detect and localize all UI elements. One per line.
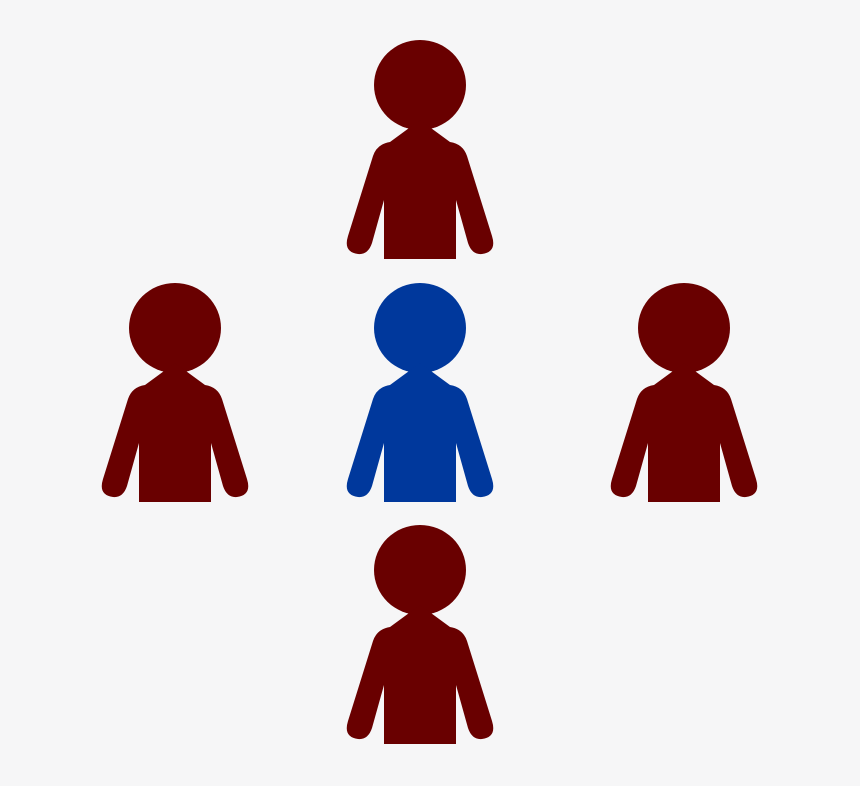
top-person-icon bbox=[345, 40, 495, 262]
person-silhouette bbox=[346, 40, 494, 259]
person-silhouette bbox=[346, 283, 494, 502]
person-head bbox=[129, 283, 221, 373]
person-head bbox=[374, 525, 466, 615]
right-person-icon bbox=[609, 283, 759, 505]
person-head bbox=[638, 283, 730, 373]
person-silhouette bbox=[346, 525, 494, 744]
left-person-icon bbox=[100, 283, 250, 505]
center-person-icon bbox=[345, 283, 495, 505]
person-head bbox=[374, 40, 466, 130]
person-body bbox=[346, 120, 494, 259]
person-body bbox=[101, 363, 249, 502]
person-body bbox=[346, 605, 494, 744]
bottom-person-icon bbox=[345, 525, 495, 747]
person-silhouette bbox=[610, 283, 758, 502]
person-body bbox=[610, 363, 758, 502]
person-silhouette bbox=[101, 283, 249, 502]
person-head bbox=[374, 283, 466, 373]
person-body bbox=[346, 363, 494, 502]
